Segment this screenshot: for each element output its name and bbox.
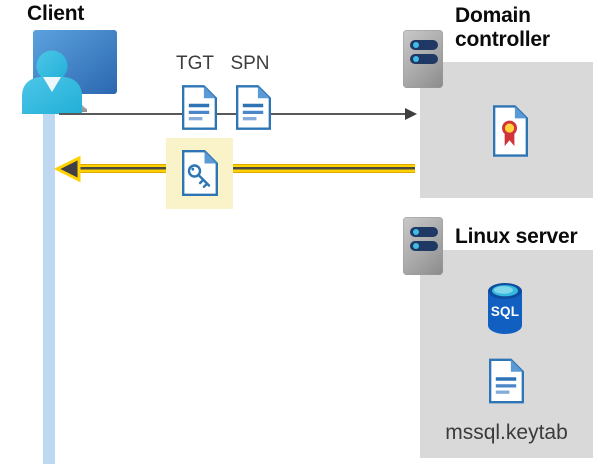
request-arrow-head — [405, 108, 417, 120]
server-bar — [410, 54, 438, 64]
domain-controller-label: Domain controller — [455, 4, 550, 52]
tgt-label: TGT — [176, 53, 214, 74]
server-bar — [410, 241, 438, 251]
keytab-filename-label: mssql.keytab — [445, 421, 568, 444]
server-bar — [410, 227, 438, 237]
person-icon — [22, 50, 82, 114]
server-led-icon — [413, 56, 419, 62]
key-document-icon — [182, 150, 218, 196]
domain-controller-label-line1: Domain — [455, 4, 531, 27]
domain-controller-label-line2: controller — [455, 28, 550, 51]
server-bar — [410, 40, 438, 50]
certificate-icon — [493, 105, 528, 157]
request-arrow-line — [59, 113, 406, 115]
response-arrow-head — [55, 155, 81, 183]
linux-server-label: Linux server — [455, 225, 578, 248]
domain-controller-server-icon — [403, 30, 443, 88]
key-glyph — [187, 164, 211, 188]
sql-badge-label: SQL — [490, 304, 520, 319]
seal-glyph — [502, 120, 518, 136]
server-led-icon — [413, 42, 419, 48]
tgt-document-icon — [182, 85, 217, 130]
keytab-document-icon — [489, 358, 524, 404]
sql-database-icon: SQL — [487, 282, 523, 335]
server-led-icon — [413, 229, 419, 235]
linux-server-icon — [403, 217, 443, 275]
client-person-monitor-icon — [22, 30, 117, 114]
client-label: Client — [27, 2, 85, 25]
response-arrow-line — [74, 164, 415, 173]
client-lifeline — [43, 86, 55, 464]
spn-label: SPN — [230, 53, 270, 74]
spn-document-icon — [236, 85, 271, 130]
server-led-icon — [413, 243, 419, 249]
